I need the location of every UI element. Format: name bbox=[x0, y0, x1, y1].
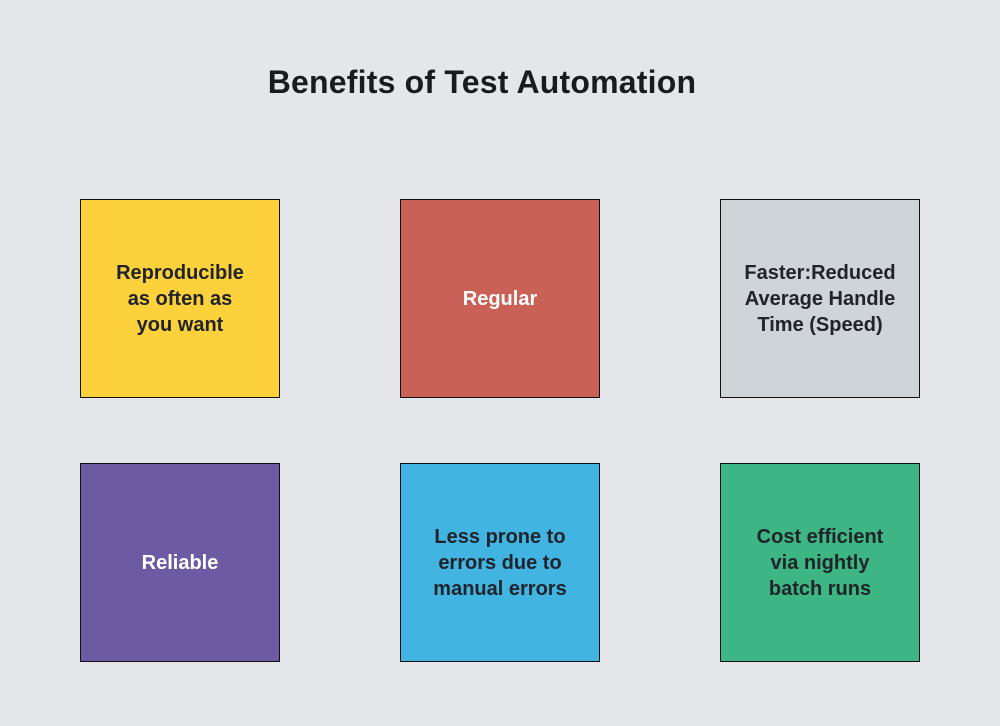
card-reproducible: Reproducible as often as you want bbox=[80, 199, 280, 398]
card-label: Cost efficient via nightly batch runs bbox=[756, 525, 884, 600]
card-less-errors: Less prone to errors due to manual error… bbox=[400, 463, 600, 662]
card-faster: Faster:Reduced Average Handle Time (Spee… bbox=[720, 199, 920, 398]
card-regular: Regular bbox=[400, 199, 600, 398]
card-label: Less prone to errors due to manual error… bbox=[433, 525, 567, 600]
card-label: Reproducible as often as you want bbox=[116, 261, 244, 336]
card-label: Reliable bbox=[141, 551, 219, 574]
card-label: Regular bbox=[462, 287, 538, 310]
card-label: Faster:Reduced Average Handle Time (Spee… bbox=[744, 261, 896, 336]
card-reliable: Reliable bbox=[80, 463, 280, 662]
card-cost-efficient: Cost efficient via nightly batch runs bbox=[720, 463, 920, 662]
diagram-title: Benefits of Test Automation bbox=[267, 64, 697, 100]
